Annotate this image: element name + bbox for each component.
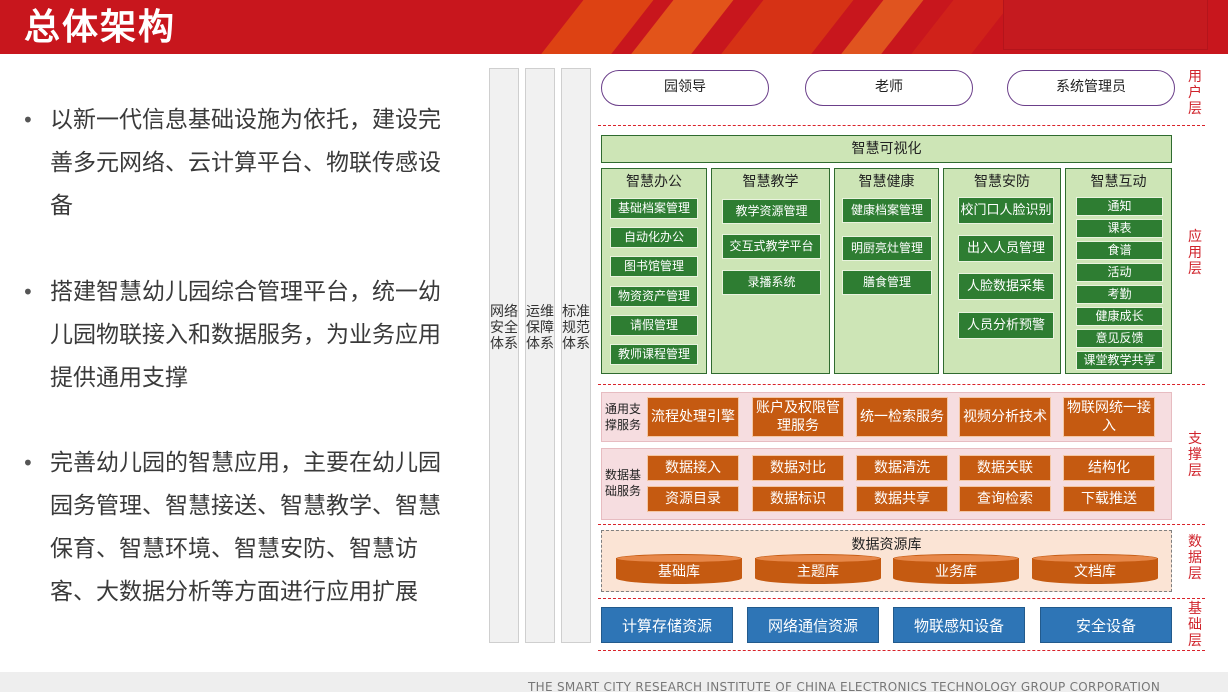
layer-divider xyxy=(598,125,1205,126)
header-panel xyxy=(1003,0,1208,50)
app-item: 考勤 xyxy=(1076,285,1163,304)
database-cylinder: 基础库 xyxy=(616,554,742,584)
support-data-label: 数据基础服务 xyxy=(605,468,642,498)
infra-item: 网络通信资源 xyxy=(747,607,879,643)
support-item: 数据清洗 xyxy=(856,455,948,481)
footer-text: THE SMART CITY RESEARCH INSTITUTE OF CHI… xyxy=(528,680,1161,692)
database-icon xyxy=(616,554,742,563)
support-item: 结构化 xyxy=(1063,455,1155,481)
support-item: 查询检索 xyxy=(959,486,1051,512)
app-item: 物资资产管理 xyxy=(610,286,698,307)
infra-item: 计算存储资源 xyxy=(601,607,733,643)
database-label: 基础库 xyxy=(616,558,742,584)
app-item: 健康档案管理 xyxy=(842,198,932,223)
app-item: 出入人员管理 xyxy=(958,235,1054,262)
app-item: 校门口人脸识别 xyxy=(958,197,1054,224)
app-item: 交互式教学平台 xyxy=(722,234,821,259)
page-title: 总体架构 xyxy=(24,7,177,48)
layer-divider xyxy=(598,598,1205,599)
layer-label-user: 用户层 xyxy=(1188,69,1202,117)
app-item: 通知 xyxy=(1076,197,1163,216)
layer-divider xyxy=(598,384,1205,385)
support-item: 视频分析技术 xyxy=(959,397,1051,437)
header-banner: 总体架构 xyxy=(0,0,1228,54)
app-column-interaction: 智慧互动 通知 课表 食谱 活动 考勤 健康成长 意见反馈 课堂教学共享 xyxy=(1065,168,1172,374)
layer-divider xyxy=(598,650,1205,651)
pillar-label: 运维保障体系 xyxy=(526,304,554,352)
app-visualization-banner: 智慧可视化 xyxy=(601,135,1172,163)
bullet-text: 以新一代信息基础设施为依托，建设完善多元网络、云计算平台、物联传感设备 xyxy=(50,107,441,219)
infra-item: 安全设备 xyxy=(1040,607,1172,643)
app-item: 明厨亮灶管理 xyxy=(842,236,932,261)
support-item: 数据对比 xyxy=(752,455,844,481)
footer-bar: THE SMART CITY RESEARCH INSTITUTE OF CHI… xyxy=(0,672,1228,692)
user-admin: 系统管理员 xyxy=(1007,70,1175,106)
pillar-ops-assurance: 运维保障体系 xyxy=(525,68,555,643)
bullet-item-1: • 以新一代信息基础设施为依托，建设完善多元网络、云计算平台、物联传感设备 xyxy=(22,99,452,228)
pillar-label: 标准规范体系 xyxy=(562,304,590,352)
layer-label-support: 支撑层 xyxy=(1188,431,1202,479)
user-teacher: 老师 xyxy=(805,70,973,106)
bullet-marker: • xyxy=(22,280,34,304)
app-item: 意见反馈 xyxy=(1076,329,1163,348)
app-item: 教学资源管理 xyxy=(722,199,821,224)
layer-divider xyxy=(598,524,1205,525)
data-resource-title: 数据资源库 xyxy=(851,537,922,553)
support-item: 统一检索服务 xyxy=(856,397,948,437)
app-column-office: 智慧办公 基础档案管理 自动化办公 图书馆管理 物资资产管理 请假管理 教师课程… xyxy=(601,168,707,374)
app-item: 自动化办公 xyxy=(610,227,698,248)
app-column-security: 智慧安防 校门口人脸识别 出入人员管理 人脸数据采集 人员分析预警 xyxy=(943,168,1061,374)
app-item: 图书馆管理 xyxy=(610,256,698,277)
support-item: 资源目录 xyxy=(647,486,739,512)
support-item: 数据共享 xyxy=(856,486,948,512)
app-item: 请假管理 xyxy=(610,315,698,336)
layer-label-data: 数据层 xyxy=(1188,534,1202,582)
app-column-health: 智慧健康 健康档案管理 明厨亮灶管理 膳食管理 xyxy=(834,168,939,374)
bullet-marker: • xyxy=(22,108,34,132)
pillar-standards: 标准规范体系 xyxy=(561,68,591,643)
app-item: 健康成长 xyxy=(1076,307,1163,326)
bullet-text: 完善幼儿园的智慧应用，主要在幼儿园园务管理、智慧接送、智慧教学、智慧保育、智慧环… xyxy=(50,450,441,605)
database-icon xyxy=(1032,554,1158,563)
app-item: 录播系统 xyxy=(722,270,821,295)
app-column-title: 智慧办公 xyxy=(626,174,682,190)
support-item: 账户及权限管理服务 xyxy=(752,397,844,437)
database-cylinder: 文档库 xyxy=(1032,554,1158,584)
support-item: 流程处理引擎 xyxy=(647,397,739,437)
support-item: 下载推送 xyxy=(1063,486,1155,512)
app-item: 人员分析预警 xyxy=(958,312,1054,339)
app-item: 人脸数据采集 xyxy=(958,273,1054,300)
app-item: 食谱 xyxy=(1076,241,1163,260)
support-general-label: 通用支撑服务 xyxy=(605,402,642,432)
support-item: 数据接入 xyxy=(647,455,739,481)
database-cylinder: 业务库 xyxy=(893,554,1019,584)
app-column-title: 智慧安防 xyxy=(974,174,1030,190)
layer-label-app: 应用层 xyxy=(1188,229,1202,277)
database-icon xyxy=(893,554,1019,563)
app-item: 活动 xyxy=(1076,263,1163,282)
database-icon xyxy=(755,554,881,563)
bullet-marker: • xyxy=(22,451,34,475)
bullet-item-2: • 搭建智慧幼儿园综合管理平台，统一幼儿园物联接入和数据服务，为业务应用提供通用… xyxy=(22,271,452,400)
pillar-network-security: 网络安全体系 xyxy=(489,68,519,643)
support-item: 物联网统一接入 xyxy=(1063,397,1155,437)
pillar-label: 网络安全体系 xyxy=(490,304,518,352)
app-column-title: 智慧健康 xyxy=(858,174,915,190)
bullet-text: 搭建智慧幼儿园综合管理平台，统一幼儿园物联接入和数据服务，为业务应用提供通用支撑 xyxy=(50,279,441,391)
app-item: 基础档案管理 xyxy=(610,198,698,219)
app-item: 膳食管理 xyxy=(842,270,932,295)
app-column-teaching: 智慧教学 教学资源管理 交互式教学平台 录播系统 xyxy=(711,168,830,374)
app-item: 课表 xyxy=(1076,219,1163,238)
app-item: 教师课程管理 xyxy=(610,344,698,365)
infra-item: 物联感知设备 xyxy=(893,607,1025,643)
support-item: 数据关联 xyxy=(959,455,1051,481)
support-item: 数据标识 xyxy=(752,486,844,512)
database-cylinder: 主题库 xyxy=(755,554,881,584)
app-column-title: 智慧互动 xyxy=(1090,174,1147,190)
app-column-title: 智慧教学 xyxy=(742,174,799,190)
user-leader: 园领导 xyxy=(601,70,769,106)
app-item: 课堂教学共享 xyxy=(1076,351,1163,370)
layer-label-infra: 基础层 xyxy=(1188,601,1202,649)
bullet-item-3: • 完善幼儿园的智慧应用，主要在幼儿园园务管理、智慧接送、智慧教学、智慧保育、智… xyxy=(22,442,452,614)
